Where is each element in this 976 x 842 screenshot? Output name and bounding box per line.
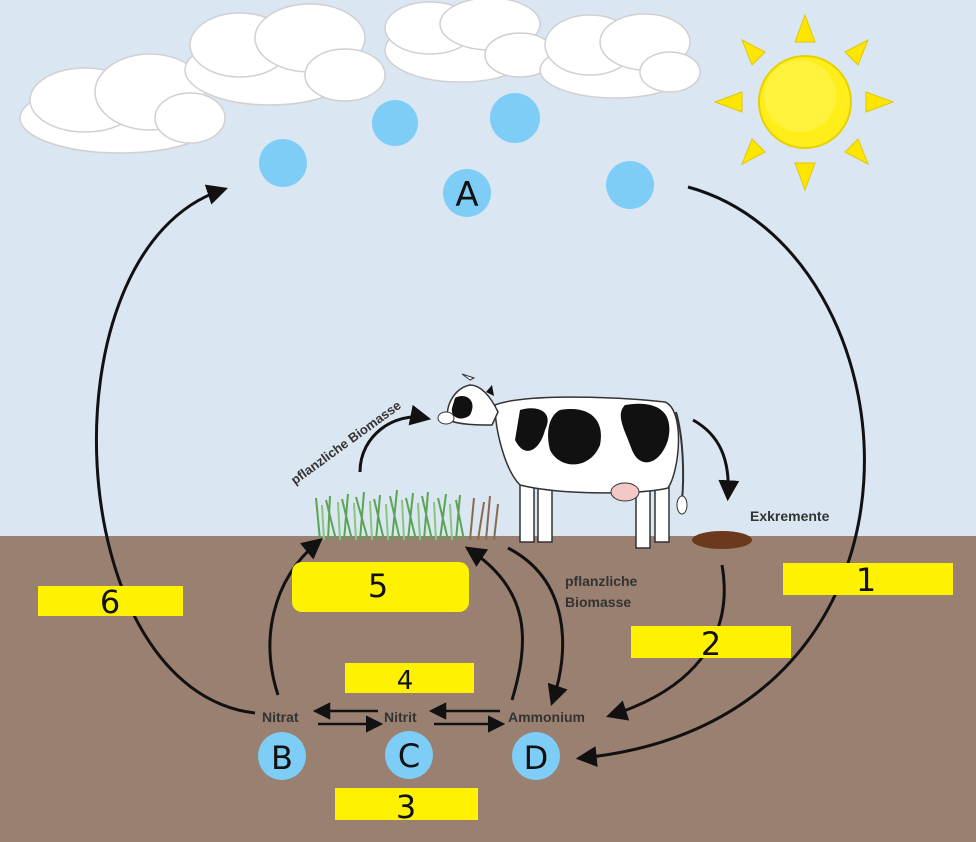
number-box-4-label: 4 [397,666,414,696]
water-drop-icon [259,139,307,187]
cloud-icon [19,53,226,154]
number-box-1-label: 1 [856,561,876,599]
water-drop-icon [490,93,540,143]
number-box-6-label: 6 [100,583,120,621]
label-nitrite: Nitrit [384,709,417,725]
label-excrements: Exkremente [750,508,830,524]
number-box-2: 2 [631,625,791,663]
sun-icon [713,13,895,192]
number-box-5-label: 5 [368,567,388,605]
marker-a-label: A [455,175,478,215]
number-box-4: 4 [345,663,474,696]
number-box-5: 5 [292,562,469,612]
marker-b-label: B [271,739,293,777]
grass-icon [315,489,499,541]
water-drop-icon [372,100,418,146]
arrow-nitrate-to-plant [268,537,323,696]
label-plant-biomass-soil-line1: pflanzliche [565,573,638,589]
arrow-biomass-to-ammonium [507,546,568,706]
marker-c-label: C [398,737,420,775]
arrow-grass-to-cow [358,404,432,473]
arrow-cow-to-excrement [692,418,740,502]
arrow-ammonium-to-plant [464,546,524,701]
arrow-atmosphere-to-ammonium [575,185,866,767]
label-nitrate: Nitrat [262,709,299,725]
number-box-6: 6 [38,583,183,621]
cloud-icon [184,3,386,106]
label-plant-biomass-soil-line2: Biomasse [565,594,631,610]
marker-d: D [512,732,560,780]
marker-d-label: D [524,739,549,777]
label-ammonium: Ammonium [508,709,585,725]
number-box-2-label: 2 [701,625,721,663]
number-box-1: 1 [783,561,953,599]
number-box-3-label: 3 [396,788,416,826]
arrow-excrement-to-ammonium [606,564,726,721]
cloud-icon [539,13,701,99]
water-drop-icon [606,161,654,209]
cloud-icon [384,0,556,83]
arrow-nitrate-to-atmosphere [95,184,256,715]
marker-c: C [385,731,433,779]
dung-pile-icon [692,531,752,549]
number-box-3: 3 [335,788,478,826]
marker-b: B [258,732,306,780]
cow-icon [437,373,688,549]
marker-a: A [443,169,491,217]
